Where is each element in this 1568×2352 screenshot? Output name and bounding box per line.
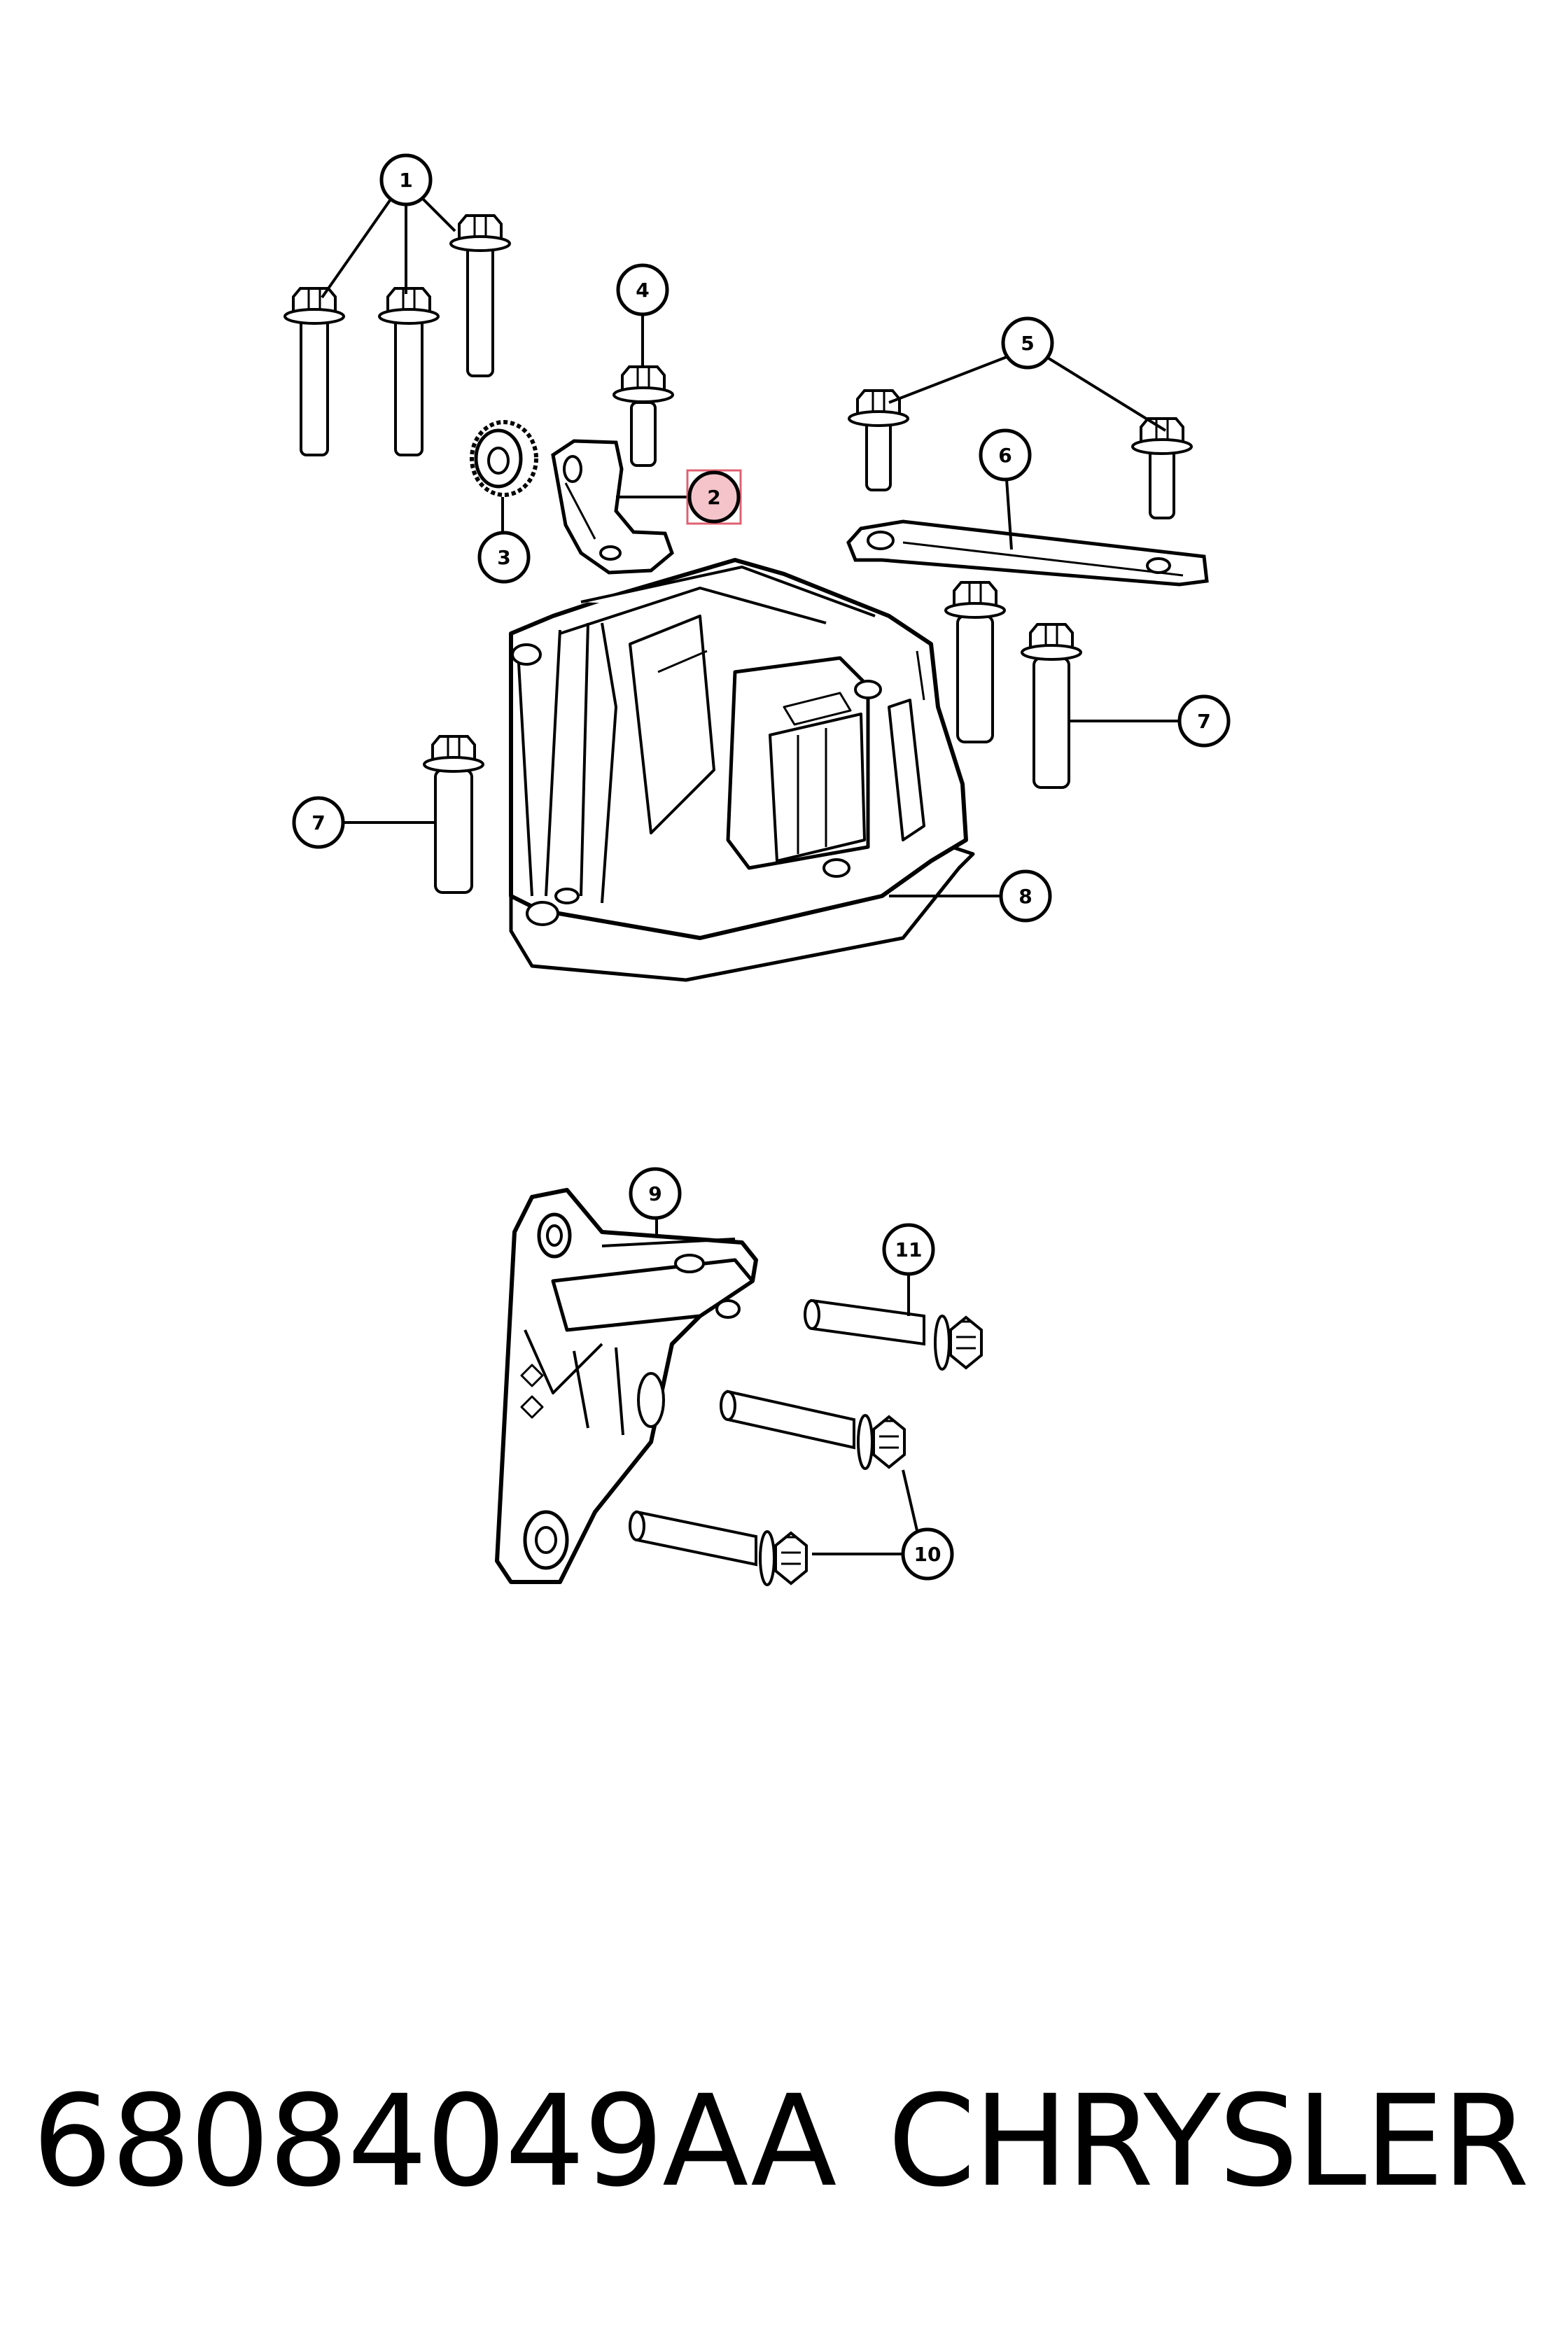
mount-bracket-9 [495, 1188, 758, 1584]
callout-6: 6 [979, 428, 1032, 482]
bolt-10-lower [629, 1510, 808, 1586]
transmission-mount-8 [509, 558, 975, 982]
bolt-1c [449, 214, 511, 377]
svg-text:7: 7 [1197, 710, 1210, 733]
bolt-5b [1131, 417, 1193, 519]
callout-5: 5 [1001, 316, 1054, 370]
svg-text:6: 6 [998, 444, 1011, 467]
flange-nut-3 [470, 420, 538, 497]
callout-4: 4 [616, 263, 669, 316]
brand-name: CHRYSLER [888, 2068, 1530, 2215]
svg-text:8: 8 [1018, 885, 1032, 908]
torque-link-6 [846, 519, 1209, 587]
svg-text:11: 11 [895, 1238, 923, 1261]
bolt-1a [284, 287, 345, 456]
bolt-4 [612, 365, 674, 467]
svg-text:2: 2 [707, 486, 720, 509]
callout-3: 3 [477, 531, 531, 584]
part-number: 68084049AA [32, 2068, 836, 2215]
callout-2: 2 [686, 469, 742, 525]
bolt-11 [804, 1298, 983, 1371]
callout-10: 10 [901, 1527, 954, 1581]
svg-text:5: 5 [1021, 332, 1034, 355]
callout-7-left: 7 [292, 796, 345, 849]
callout-1: 1 [379, 153, 433, 206]
svg-text:3: 3 [497, 546, 510, 569]
bracket-2 [551, 439, 674, 575]
callout-7-right: 7 [1177, 694, 1231, 748]
bolt-5a [848, 389, 909, 491]
bolt-7-right [1021, 623, 1082, 789]
bolt-1b [378, 287, 440, 456]
svg-text:9: 9 [648, 1182, 662, 1205]
svg-text:4: 4 [636, 279, 649, 302]
bolt-7-left [423, 735, 484, 894]
bolt-10-upper [720, 1390, 906, 1470]
svg-text:10: 10 [914, 1543, 941, 1566]
callout-9: 9 [629, 1167, 682, 1220]
bolt-7-mid [944, 581, 1006, 743]
callout-11: 11 [882, 1223, 935, 1276]
callout-8: 8 [999, 869, 1052, 923]
svg-text:7: 7 [312, 811, 325, 834]
svg-text:1: 1 [399, 169, 412, 192]
